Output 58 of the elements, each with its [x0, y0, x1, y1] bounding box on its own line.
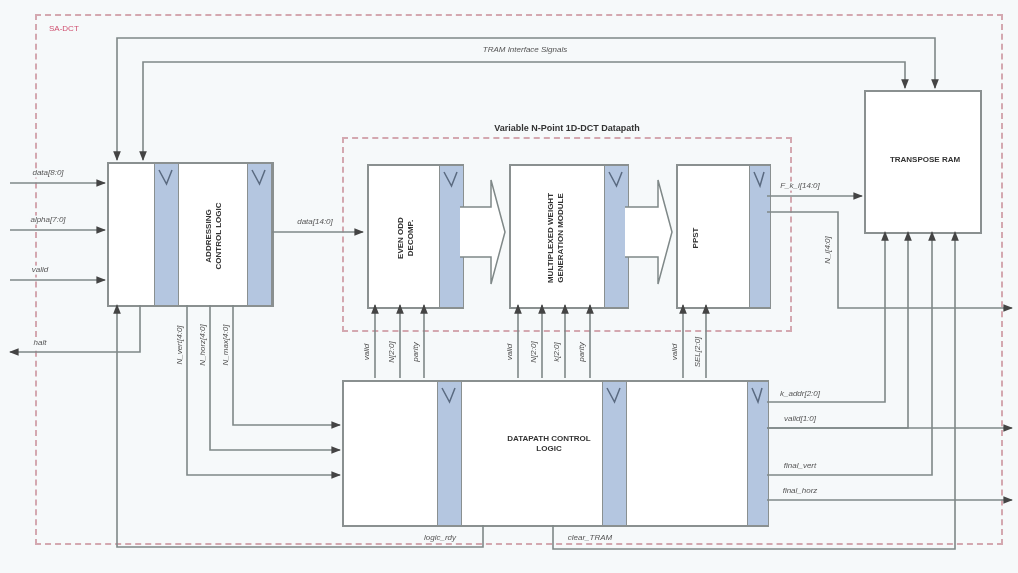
signal-line: [586, 304, 594, 379]
signal-line: [766, 211, 1013, 312]
signal-label: F_k_i[14:0]: [779, 181, 821, 191]
signal-label: final_vert: [782, 461, 818, 471]
signal-label: N_i[4:0]: [823, 235, 833, 265]
signal-line: [9, 226, 106, 234]
signal-line: [702, 304, 710, 379]
signal-label: valid[1:0]: [783, 414, 817, 424]
logic-block: [342, 380, 769, 527]
signal-label: valid: [30, 265, 50, 275]
signal-label: data[14:0]: [296, 217, 334, 227]
signal-label: N[2:0]: [387, 340, 397, 364]
signal-label: SEL[2:0]: [693, 335, 703, 369]
signal-label: valid: [670, 342, 680, 362]
signal-line: [113, 37, 939, 161]
signal-label: parity: [411, 341, 421, 363]
signal-line: [396, 304, 404, 379]
memory-block: [864, 90, 982, 234]
signal-line: [561, 304, 569, 379]
signal-label: final_horz: [781, 486, 819, 496]
signal-label: k_addr[2:0]: [779, 389, 821, 399]
signal-label: valid: [505, 342, 515, 362]
signal-label: logic_rdy: [423, 533, 457, 543]
logic-block: [107, 162, 274, 307]
signal-line: [139, 61, 909, 161]
block-arrow: [624, 179, 673, 285]
signal-line: [371, 304, 379, 379]
signal-label: TRAM Interface Signals: [481, 45, 569, 55]
signal-label: N_max[4:0]: [221, 323, 231, 367]
signal-label: halt: [32, 338, 48, 348]
block-label: EVEN ODD DECOMP.: [396, 216, 416, 261]
signal-label: valid: [362, 342, 372, 362]
signal-label: N[2:0]: [529, 340, 539, 364]
signal-label: parity: [577, 341, 587, 363]
signal-line: [514, 304, 522, 379]
signal-line: [538, 304, 546, 379]
signal-line: [9, 276, 106, 284]
block-label: ADDRESSING CONTROL LOGIC: [204, 201, 224, 272]
block-label: SA-DCT: [49, 24, 79, 34]
logic-block: [509, 164, 629, 309]
block-label: Variable N-Point 1D-DCT Datapath: [493, 123, 641, 135]
signal-label: clear_TRAM: [566, 533, 614, 543]
signal-label: k[2:0]: [552, 341, 562, 363]
signal-line: [679, 304, 687, 379]
block-label: MULTIPLEXED WEIGHT GENERATION MODULE: [546, 191, 566, 286]
signal-line: [9, 179, 106, 187]
logic-block: [676, 164, 771, 309]
signal-line: [420, 304, 428, 379]
block-arrow: [459, 179, 506, 285]
block-label: TRANSPOSE RAM: [888, 155, 962, 165]
logic-block: [367, 164, 464, 309]
signal-label: alpha[7:0]: [29, 215, 67, 225]
signal-label: N_vert[4:0]: [175, 324, 185, 366]
block-label: DATAPATH CONTROL LOGIC: [506, 434, 592, 454]
signal-line: [766, 192, 863, 200]
block-label: PPST: [691, 226, 701, 251]
signal-label: data[8:0]: [31, 168, 65, 178]
signal-label: N_horz[4:0]: [198, 323, 208, 367]
